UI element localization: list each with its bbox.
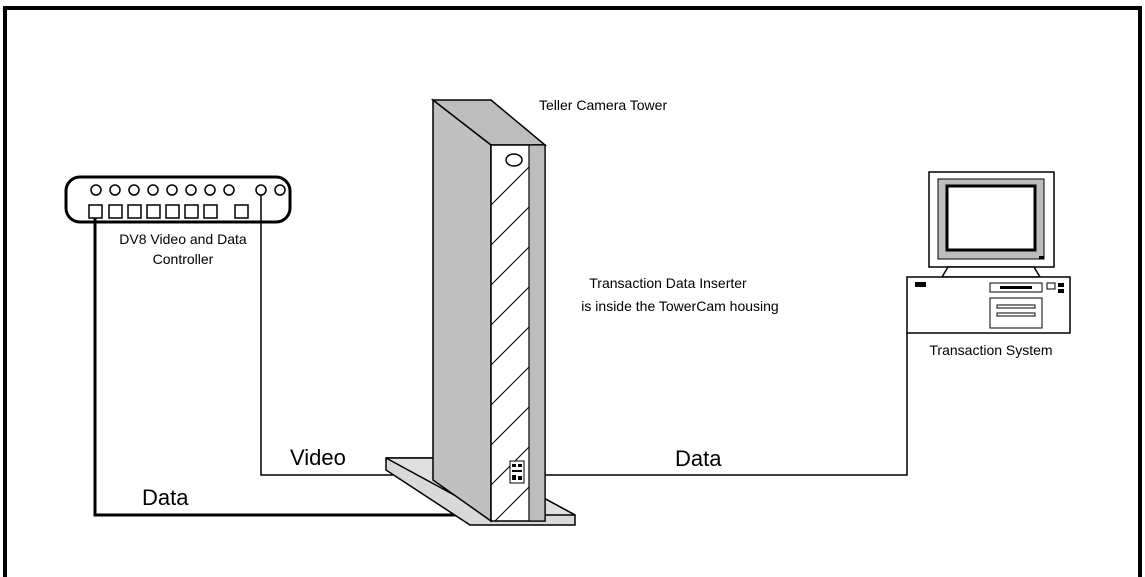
monitor-power-led [1039,256,1044,259]
inserter-label-line2: is inside the TowerCam housing [581,298,778,314]
dv8-controller: DV8 Video and Data Controller [64,175,292,267]
drive-slot-icon [996,312,1036,317]
connector-circle [90,184,102,196]
connector-square [88,204,103,219]
data-cable-right [545,333,908,476]
connector-square [234,204,249,219]
connector-square [203,204,218,219]
tower-front-trim [528,144,546,522]
transaction-system-computer: Transaction System [906,171,1071,358]
data-link-label-right: Data [675,446,722,471]
inserter-label-line1: Transaction Data Inserter [589,275,747,291]
controller-label-line1: DV8 Video and Data [119,231,247,247]
connector-circle [166,184,178,196]
controller-round-connectors [90,184,286,196]
transaction-system-label: Transaction System [929,342,1052,358]
system-unit [906,276,1071,334]
floppy-slot-icon [1000,286,1032,289]
connector-square [184,204,199,219]
connector-circle [147,184,159,196]
connector-circle [223,184,235,196]
data-inserter-icon [509,460,525,484]
connector-square [165,204,180,219]
power-button-icon [915,282,926,287]
connector-square [108,204,123,219]
teller-camera-tower: Teller Camera Tower [430,97,667,523]
diagram-border [3,6,1142,577]
data-link-label-left: Data [142,485,189,510]
indicator-icon [1058,289,1064,293]
indicator-icon [1058,283,1064,287]
video-link-label: Video [290,445,346,470]
connector-square [127,204,142,219]
connector-circle [128,184,140,196]
data-cable-left [93,218,462,517]
connector-circle [109,184,121,196]
tower-side-face [432,98,492,523]
connector-square [146,204,161,219]
monitor-screen [945,184,1037,252]
connector-circle [204,184,216,196]
controller-square-connectors [88,204,249,219]
drive-slot-icon [996,304,1036,309]
connector-circle [274,184,286,196]
indicator-icon [1046,282,1056,290]
controller-label-line2: Controller [153,251,214,267]
connector-circle [255,184,267,196]
monitor-stand [940,266,1042,278]
tower-label: Teller Camera Tower [539,97,667,113]
camera-lens-icon [505,153,523,167]
connector-circle [185,184,197,196]
